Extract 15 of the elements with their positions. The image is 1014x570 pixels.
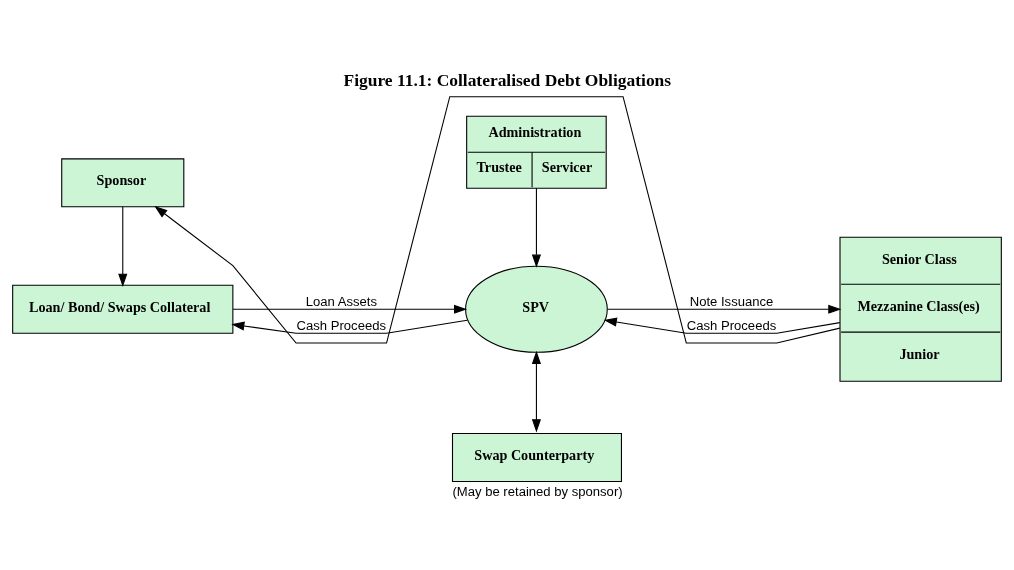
- arrow: [607, 304, 842, 314]
- edge-label: Cash Proceeds: [296, 317, 387, 333]
- arrow: [531, 350, 541, 433]
- node-ellipse: SPV: [465, 265, 608, 353]
- arrow: [231, 319, 469, 334]
- node-label: (May be retained by sponsor): [452, 484, 623, 500]
- arrow: [603, 317, 841, 334]
- arrow: [531, 187, 541, 268]
- arrow: [118, 206, 128, 287]
- edge-label: Loan Assets: [305, 293, 377, 309]
- edge-label: Note Issuance: [689, 293, 774, 309]
- arrow: [232, 304, 468, 314]
- edge-label: Cash Proceeds: [686, 317, 777, 333]
- arrow: [154, 96, 841, 344]
- diagram-title: Figure 11.1: Collateralised Debt Obligations: [343, 69, 672, 90]
